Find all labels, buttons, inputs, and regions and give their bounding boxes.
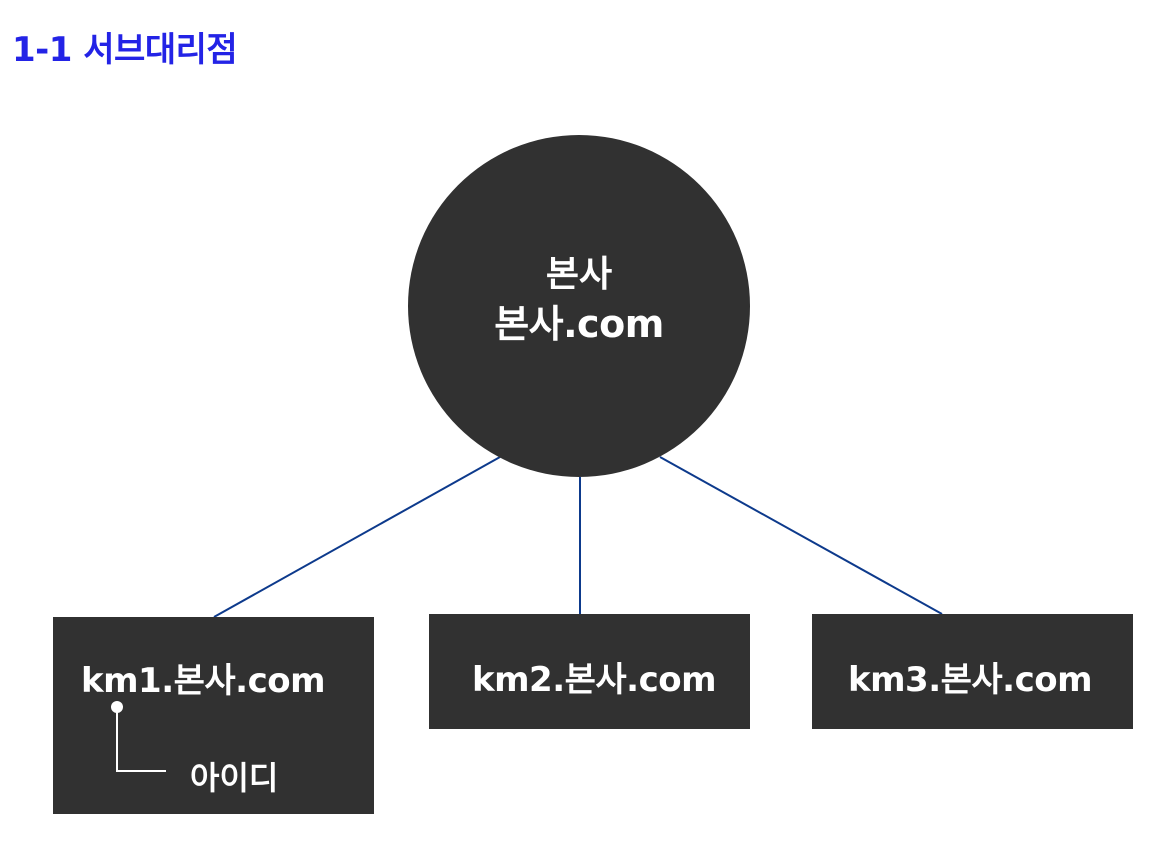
page-title: 1-1 서브대리점	[12, 30, 238, 70]
headquarters-domain: 본사.com	[494, 301, 664, 346]
connector-hq-to-km1	[213, 456, 501, 618]
headquarters-node: 본사 본사.com	[408, 135, 750, 477]
branch-domain: km1.본사.com	[81, 661, 326, 701]
connector-hq-to-km3	[659, 456, 943, 615]
branch-node-km3: km3.본사.com	[812, 614, 1133, 729]
branch-node-km2: km2.본사.com	[429, 614, 750, 729]
branch-domain: km3.본사.com	[848, 660, 1093, 700]
callout-line-icon	[116, 709, 166, 772]
branch-domain: km2.본사.com	[472, 660, 717, 700]
branch-node-km1: km1.본사.com 아이디	[53, 617, 374, 814]
id-annotation-label: 아이디	[190, 759, 279, 797]
headquarters-name: 본사	[545, 253, 613, 295]
callout-dot-icon	[111, 701, 123, 713]
